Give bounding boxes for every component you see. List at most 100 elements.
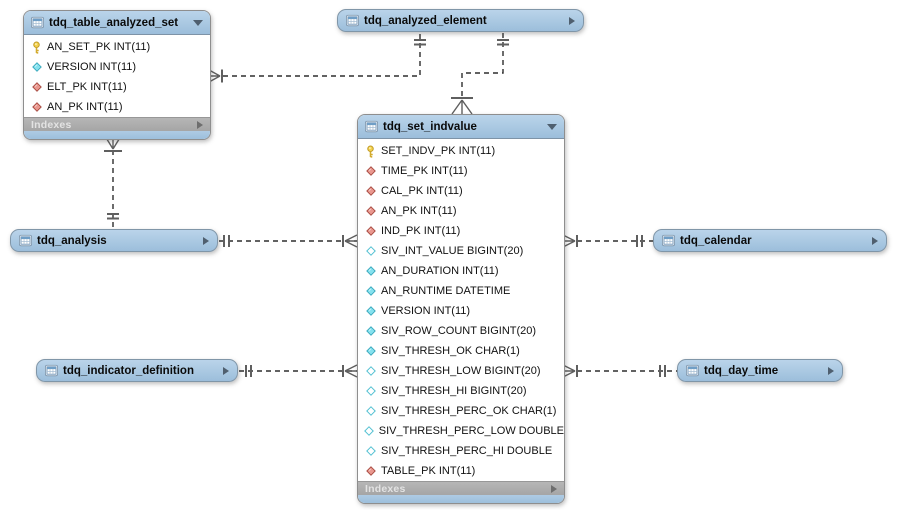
column-row[interactable]: SIV_THRESH_LOW BIGINT(20) (364, 361, 564, 381)
diamond-cyan-icon (30, 62, 43, 72)
table-title: tdq_day_time (704, 364, 779, 377)
column-row[interactable]: IND_PK INT(11) (364, 221, 564, 241)
table-title: tdq_indicator_definition (63, 364, 194, 377)
table-header[interactable]: tdq_set_indvalue (358, 115, 564, 139)
column-label: SIV_THRESH_HI BIGINT(20) (381, 385, 527, 397)
column-row[interactable]: SET_INDV_PK INT(11) (364, 141, 564, 161)
expand-icon[interactable] (569, 16, 575, 25)
column-row[interactable]: SIV_THRESH_PERC_LOW DOUBLE (364, 421, 564, 441)
diamond-cyan-hollow-icon (364, 366, 377, 376)
column-row[interactable]: AN_SET_PK INT(11) (30, 37, 210, 57)
table-icon (662, 234, 675, 247)
column-label: SIV_INT_VALUE BIGINT(20) (381, 245, 524, 257)
diamond-red-icon (364, 226, 377, 236)
diamond-cyan-icon (364, 266, 377, 276)
relationship-setindvalue-daytime[interactable] (562, 364, 677, 378)
relationship-setindvalue-calendar[interactable] (562, 234, 653, 248)
column-label: AN_PK INT(11) (381, 205, 457, 217)
diamond-red-icon (364, 466, 377, 476)
column-row[interactable]: SIV_THRESH_PERC_OK CHAR(1) (364, 401, 564, 421)
table-icon (365, 120, 378, 133)
relationship-analyzedelement-setindvalue[interactable] (451, 33, 509, 115)
column-label: CAL_PK INT(11) (381, 185, 463, 197)
diamond-cyan-hollow-icon (364, 386, 377, 396)
indexes-bar[interactable]: Indexes (358, 481, 564, 495)
expand-indexes-icon[interactable] (551, 484, 557, 493)
expand-indexes-icon[interactable] (197, 120, 203, 129)
indexes-label: Indexes (365, 482, 406, 495)
column-row[interactable]: AN_PK INT(11) (364, 201, 564, 221)
column-label: VERSION INT(11) (47, 61, 137, 73)
table-icon (346, 14, 359, 27)
column-label: SIV_THRESH_OK CHAR(1) (381, 345, 520, 357)
column-label: TIME_PK INT(11) (381, 165, 468, 177)
column-label: AN_PK INT(11) (47, 101, 123, 113)
column-row[interactable]: TIME_PK INT(11) (364, 161, 564, 181)
diamond-cyan-icon (364, 286, 377, 296)
indexes-bar[interactable]: Indexes (24, 117, 210, 131)
relationship-analyzedset-analysis[interactable] (104, 135, 122, 229)
diamond-cyan-hollow-icon (364, 446, 377, 456)
column-row[interactable]: VERSION INT(11) (364, 301, 564, 321)
expand-icon[interactable] (223, 366, 229, 375)
column-row[interactable]: TABLE_PK INT(11) (364, 461, 564, 481)
diamond-red-icon (30, 82, 43, 92)
collapse-icon[interactable] (547, 123, 557, 130)
diamond-cyan-icon (364, 306, 377, 316)
table-tdq-table-analyzed-set[interactable]: tdq_table_analyzed_set AN_SET_PK INT(11)… (23, 10, 211, 140)
column-label: VERSION INT(11) (381, 305, 471, 317)
table-title: tdq_calendar (680, 234, 752, 247)
table-title: tdq_analysis (37, 234, 107, 247)
column-label: TABLE_PK INT(11) (381, 465, 476, 477)
relationship-indicatordefinition-setindvalue[interactable] (239, 364, 358, 378)
table-tdq-indicator-definition[interactable]: tdq_indicator_definition (36, 359, 238, 382)
expand-icon[interactable] (203, 236, 209, 245)
column-row[interactable]: SIV_ROW_COUNT BIGINT(20) (364, 321, 564, 341)
table-tdq-analyzed-element[interactable]: tdq_analyzed_element (337, 9, 584, 32)
table-icon (45, 364, 58, 377)
column-list: AN_SET_PK INT(11) VERSION INT(11) ELT_PK I… (24, 35, 210, 117)
column-label: SIV_THRESH_PERC_OK CHAR(1) (381, 405, 557, 417)
relationship-analysis-setindvalue[interactable] (219, 234, 358, 248)
table-tdq-calendar[interactable]: tdq_calendar (653, 229, 887, 252)
column-label: SIV_THRESH_PERC_HI DOUBLE (381, 445, 553, 457)
collapse-icon[interactable] (193, 19, 203, 26)
column-row[interactable]: ELT_PK INT(11) (30, 77, 210, 97)
column-label: ELT_PK INT(11) (47, 81, 127, 93)
diamond-cyan-hollow-icon (364, 406, 377, 416)
table-header[interactable]: tdq_table_analyzed_set (24, 11, 210, 35)
diamond-red-icon (364, 186, 377, 196)
column-row[interactable]: SIV_THRESH_PERC_HI DOUBLE (364, 441, 564, 461)
table-icon (686, 364, 699, 377)
column-row[interactable]: SIV_THRESH_OK CHAR(1) (364, 341, 564, 361)
diamond-red-icon (30, 102, 43, 112)
diamond-red-icon (364, 166, 377, 176)
expand-icon[interactable] (828, 366, 834, 375)
column-row[interactable]: SIV_INT_VALUE BIGINT(20) (364, 241, 564, 261)
table-bottom-strip (358, 495, 564, 503)
column-row[interactable]: SIV_THRESH_HI BIGINT(20) (364, 381, 564, 401)
column-row[interactable]: CAL_PK INT(11) (364, 181, 564, 201)
column-row[interactable]: AN_RUNTIME DATETIME (364, 281, 564, 301)
table-tdq-set-indvalue[interactable]: tdq_set_indvalue SET_INDV_PK INT(11) TIME… (357, 114, 565, 504)
table-title: tdq_analyzed_element (364, 14, 487, 27)
column-label: SIV_THRESH_PERC_LOW DOUBLE (378, 425, 564, 437)
table-bottom-strip (24, 131, 210, 139)
key-icon (30, 40, 43, 54)
column-label: AN_RUNTIME DATETIME (381, 285, 511, 297)
diamond-cyan-icon (364, 326, 377, 336)
column-row[interactable]: VERSION INT(11) (30, 57, 210, 77)
table-tdq-day-time[interactable]: tdq_day_time (677, 359, 843, 382)
table-tdq-analysis[interactable]: tdq_analysis (10, 229, 218, 252)
relationship-analyzedset-analyzedelement[interactable] (208, 33, 426, 83)
table-title: tdq_table_analyzed_set (49, 16, 179, 29)
key-icon (364, 144, 377, 158)
column-row[interactable]: AN_PK INT(11) (30, 97, 210, 117)
column-row[interactable]: AN_DURATION INT(11) (364, 261, 564, 281)
diamond-cyan-hollow-icon (364, 426, 375, 436)
table-title: tdq_set_indvalue (383, 120, 477, 133)
expand-icon[interactable] (872, 236, 878, 245)
column-list: SET_INDV_PK INT(11) TIME_PK INT(11) CAL_PK… (358, 139, 564, 481)
